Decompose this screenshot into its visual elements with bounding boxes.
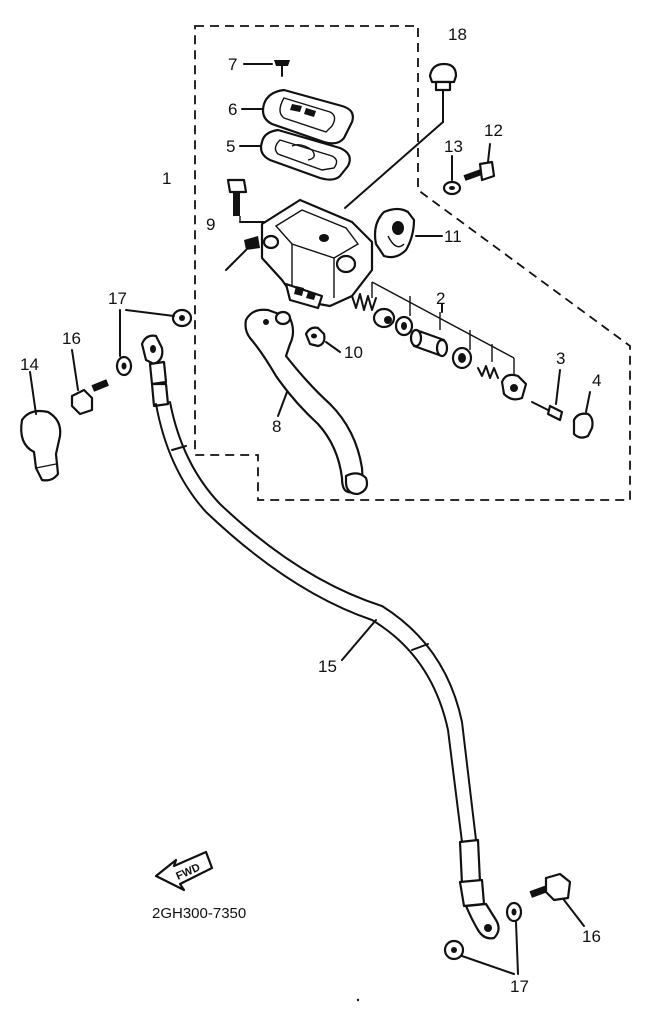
part-17-washer-upper — [125, 308, 193, 328]
drawing-code: 2GH300-7350 — [152, 905, 246, 922]
part-10-nut — [304, 326, 341, 353]
callout-8: 8 — [272, 417, 281, 436]
speck — [356, 998, 360, 1002]
callout-14: 14 — [20, 355, 39, 374]
part-13-washer — [442, 155, 462, 196]
part-4-cap — [572, 391, 594, 439]
part-15-hose — [140, 334, 500, 940]
callout-3: 3 — [556, 349, 565, 368]
master-cylinder-body — [225, 198, 374, 310]
part-16-bolt-upper — [70, 349, 109, 416]
callout-17-lower: 17 — [510, 977, 529, 996]
callout-17-upper: 17 — [108, 289, 127, 308]
callout-4: 4 — [592, 371, 601, 390]
part-16-bolt-lower — [529, 872, 585, 927]
part-7-screw — [243, 60, 290, 77]
part-8-lever — [244, 308, 369, 496]
callout-6: 6 — [228, 100, 237, 119]
callout-16-upper: 16 — [62, 329, 81, 348]
callout-10: 10 — [344, 343, 363, 362]
part-3-push-rod — [531, 369, 564, 422]
part-2-piston-kit — [351, 281, 528, 401]
part-5-diaphragm — [239, 128, 351, 181]
callout-7: 7 — [228, 55, 237, 74]
part-17-washer-lower-b — [443, 939, 515, 975]
callout-9: 9 — [206, 215, 215, 234]
callout-1: 1 — [162, 169, 171, 188]
part-12-screw — [463, 143, 496, 182]
callout-5: 5 — [226, 137, 235, 156]
fwd-arrow: FWD — [154, 850, 214, 892]
part-17-washer-mid — [115, 309, 133, 377]
part-11-bracket — [373, 207, 443, 259]
callout-16-lower: 16 — [582, 927, 601, 946]
part-17-washer-lower-a — [505, 901, 523, 975]
callout-15: 15 — [318, 657, 337, 676]
part-14-boot — [20, 371, 62, 482]
callout-12: 12 — [484, 121, 503, 140]
callout-2: 2 — [436, 289, 445, 308]
assembly-boundary — [194, 25, 631, 501]
part-6-cover — [241, 88, 354, 145]
part-18-cap — [344, 62, 458, 209]
callout-13: 13 — [444, 137, 463, 156]
callout-11: 11 — [444, 227, 462, 246]
callout-18: 18 — [448, 25, 467, 44]
